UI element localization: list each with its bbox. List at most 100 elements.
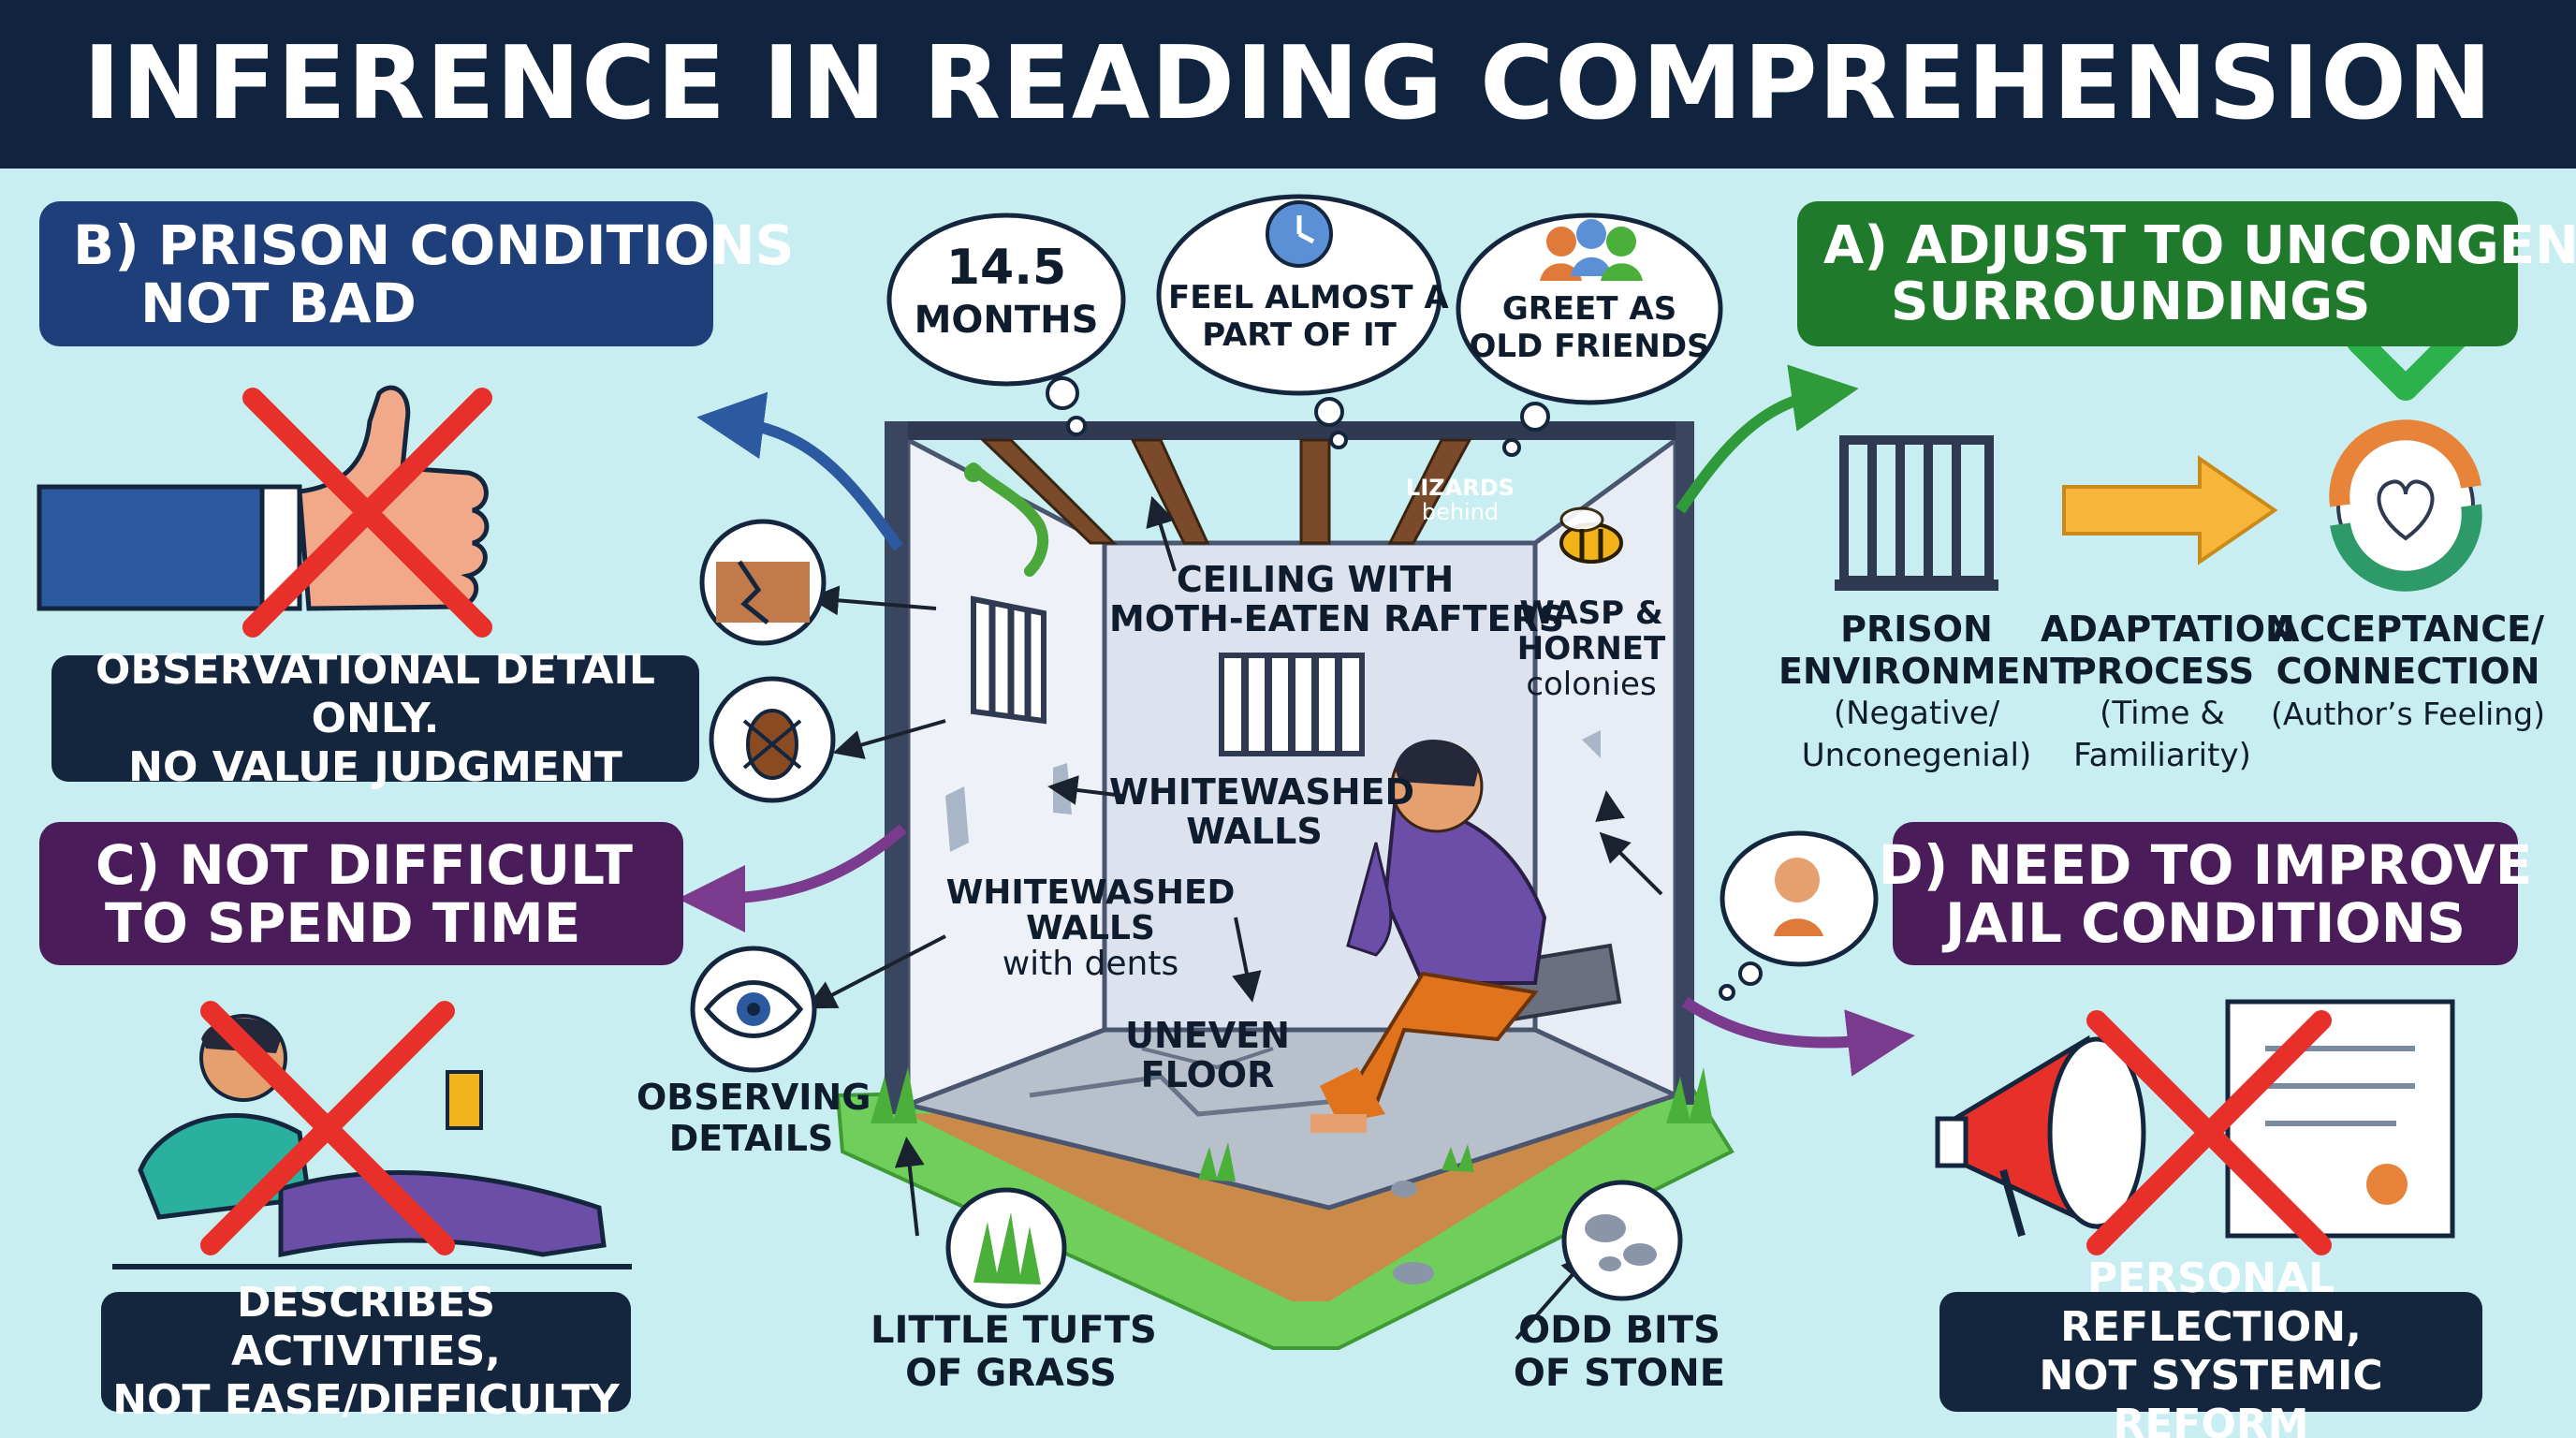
explanation-d-line1: PERSONAL REFLECTION, [2060, 1255, 2362, 1351]
option-c-line1: C) NOT DIFFICULT [95, 832, 633, 897]
lizard-icon [964, 462, 1049, 577]
process-2-title1: ADAPTATION [2041, 609, 2295, 650]
process-step-2: ADAPTATION PROCESS (Time & Familiarity) [2041, 609, 2295, 777]
reflection-bubble [1719, 830, 1879, 1001]
header-bar [0, 0, 2576, 169]
explanation-b: OBSERVATIONAL DETAIL ONLY. NO VALUE JUDG… [51, 646, 699, 791]
thought-bubble-2 [1156, 194, 1442, 449]
wasp-line1: WASP & [1519, 594, 1663, 632]
side-window-bars [971, 595, 1046, 725]
option-d: D) NEED TO IMPROVE JAIL CONDITIONS [1879, 822, 2532, 965]
observing-line2: DETAILS [668, 1118, 834, 1159]
bubble-2-text: FEEL ALMOST A PART OF IT [1168, 279, 1449, 354]
wasp-line3: colonies [1526, 666, 1657, 703]
explanation-b-line2: NO VALUE JUDGMENT [128, 742, 622, 791]
process-1-sub1: (Negative/ [1833, 695, 2000, 732]
process-3-sub1: (Author’s Feeling) [2270, 696, 2545, 732]
option-a-line1: A) ADJUST TO UNCONGENIAL [1823, 214, 2576, 276]
stone-label: ODD BITS OF STONE [1507, 1309, 1732, 1395]
observing-label: OBSERVING DETAILS [637, 1077, 871, 1159]
arrow-to-b [696, 391, 903, 551]
process-3-title2: CONNECTION [2276, 651, 2540, 692]
floor-line1: UNEVEN [1125, 1015, 1290, 1056]
explanation-d-line2: NOT SYSTEMIC REFORM [2039, 1352, 2383, 1438]
grass-circle-icon [945, 1187, 1067, 1309]
stone-circle-icon [1561, 1180, 1683, 1301]
option-a-line2: SURROUNDINGS [1891, 271, 2371, 332]
process-3-title1: ACCEPTANCE/ [2272, 609, 2544, 650]
wasp-label: WASP & HORNET colonies [1516, 595, 1666, 702]
rafters [979, 438, 1472, 545]
bubble-3-line1: GREET AS [1501, 290, 1677, 328]
process-1-title1: PRISON [1840, 609, 1993, 650]
cross-icon-reform [2086, 1010, 2332, 1255]
clock-head-icon [1266, 200, 1333, 268]
wasp-icon [1559, 506, 1623, 564]
thought-bubble-1 [886, 213, 1126, 436]
option-b-line1: B) PRISON CONDITIONS [73, 213, 795, 277]
back-window-bars [1219, 653, 1365, 756]
bubble-1-line2: MONTHS [914, 299, 1099, 342]
walls-dents-line3: with dents [1002, 945, 1179, 983]
observing-line1: OBSERVING [637, 1077, 871, 1118]
explanation-d: PERSONAL REFLECTION, NOT SYSTEMIC REFORM [1939, 1255, 2482, 1438]
walls-line1: WHITEWASHED [1109, 771, 1415, 813]
megaphone-icon [1935, 1034, 2146, 1238]
relaxing-person-icon [112, 1014, 632, 1269]
bubble-3-text: GREET AS OLD FRIENDS [1468, 290, 1711, 365]
grass-line2: OF GRASS [905, 1352, 1117, 1395]
cross-icon [242, 388, 492, 638]
lizards-line2: behind [1421, 499, 1500, 525]
arrow-to-c [678, 824, 907, 932]
process-2-sub1: (Time & [2100, 695, 2225, 732]
seated-person [1310, 740, 1547, 1133]
explanation-b-line1: OBSERVATIONAL DETAIL ONLY. [95, 645, 655, 742]
walls-dents-label: WHITEWASHED WALLS with dents [945, 875, 1236, 982]
cross-icon-activities [200, 1001, 455, 1255]
bubble-3-line2: OLD FRIENDS [1469, 328, 1710, 365]
walls-line2: WALLS [1186, 811, 1323, 852]
document-icon [2225, 999, 2455, 1239]
process-arrow-icon [2062, 455, 2278, 565]
process-2-title2: PROCESS [2070, 651, 2255, 692]
grass-line1: LITTLE TUFTS [871, 1309, 1157, 1352]
cracked-wall-icon [699, 519, 827, 646]
walls-label: WHITEWASHED WALLS [1109, 771, 1415, 852]
eye-icon [690, 946, 817, 1073]
ceiling-line1: CEILING WITH [1176, 559, 1455, 600]
explanation-c-line1: DESCRIBES ACTIVITIES, [231, 1279, 501, 1375]
jail-bars-icon [1835, 435, 1998, 591]
bubble-2-line1: FEEL ALMOST A [1168, 279, 1449, 316]
option-d-line2: JAIL CONDITIONS [1944, 890, 2466, 955]
grass-tufts [871, 1067, 1713, 1181]
process-2-sub2: Familiarity) [2073, 737, 2251, 774]
heart-cycle-icon [2329, 419, 2482, 592]
ceiling-label: CEILING WITH MOTH-EATEN RAFTERS [1109, 559, 1565, 639]
stone-line2: OF STONE [1513, 1352, 1726, 1395]
process-step-3: ACCEPTANCE/ CONNECTION (Author’s Feeling… [2270, 609, 2546, 735]
option-b-line2: NOT BAD [140, 271, 417, 335]
arrow-to-d [1681, 997, 1915, 1077]
process-1-sub2: Unconegenial) [1801, 737, 2032, 774]
floor-line2: FLOOR [1140, 1054, 1275, 1095]
bubble-1-text: 14.5 MONTHS [913, 242, 1100, 346]
pointer-arrows [805, 495, 1663, 1341]
walls-dents-line1: WHITEWASHED [945, 873, 1236, 912]
option-a: A) ADJUST TO UNCONGENIAL SURROUNDINGS [1797, 201, 2576, 346]
ceiling-line2: MOTH-EATEN RAFTERS [1109, 598, 1565, 639]
explanation-c-line2: NOT EASE/DIFFICULTY [112, 1376, 620, 1424]
stone-line1: ODD BITS [1518, 1309, 1720, 1352]
thought-bubble-3 [1456, 213, 1723, 457]
lizards-line1: LIZARDS [1406, 475, 1515, 501]
lizards-label: LIZARDS behind [1395, 476, 1526, 524]
wasp-line2: HORNET [1516, 630, 1666, 668]
friends-icon [1540, 219, 1643, 281]
floor-label: UNEVEN FLOOR [1105, 1016, 1310, 1094]
walls-dents-line2: WALLS [1026, 909, 1155, 947]
bubble-2-line2: PART OF IT [1202, 316, 1397, 354]
process-1-title2: ENVIRONMENT [1778, 651, 2075, 692]
cockroach-icon [709, 676, 836, 803]
page-title: INFERENCE IN READING COMPREHENSION [82, 25, 2494, 142]
